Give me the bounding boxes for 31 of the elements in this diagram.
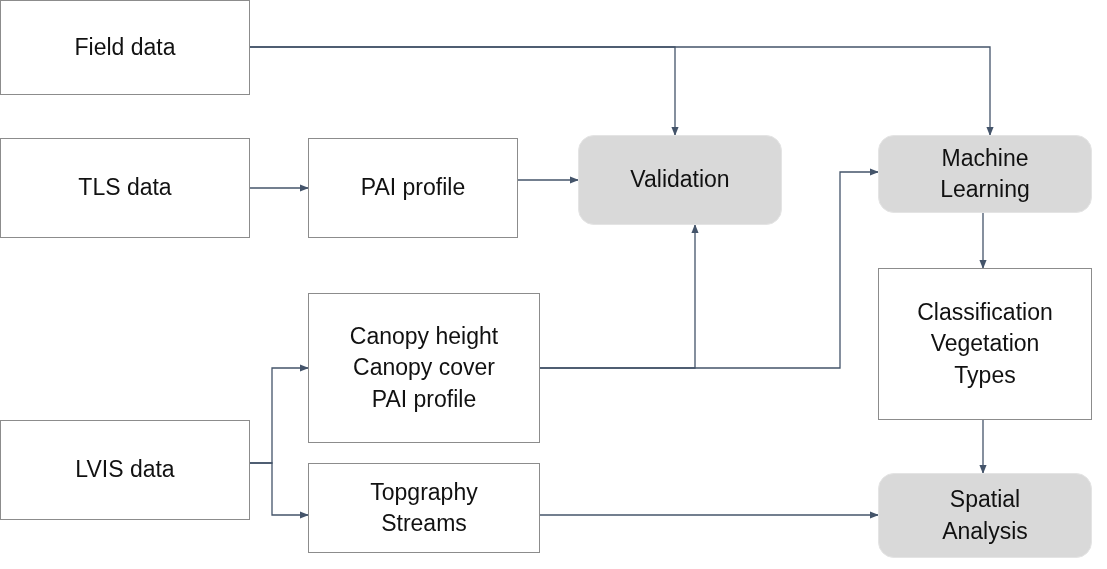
rounded-process-box <box>878 473 1092 558</box>
node-label: Validation <box>629 165 731 195</box>
process-box <box>878 268 1092 420</box>
arrow <box>249 46 994 136</box>
arrow <box>979 419 987 474</box>
process-box <box>0 138 250 238</box>
process-box <box>308 463 540 553</box>
node-label: PAI profile <box>359 173 467 203</box>
node-label: Spatial Analysis <box>941 485 1029 546</box>
node-label: Classification Vegetation Types <box>916 298 1054 390</box>
node-label: Field data <box>73 32 177 62</box>
arrow <box>249 184 309 192</box>
arrow <box>249 462 309 519</box>
process-box <box>308 138 518 238</box>
node-label: Machine Learning <box>939 143 1031 204</box>
process-box <box>0 420 250 520</box>
rounded-process-box <box>878 135 1092 213</box>
process-box <box>308 293 540 443</box>
node-label: Topgraphy <box>369 477 479 507</box>
node-label: TLS data <box>77 173 173 203</box>
arrow <box>539 511 879 519</box>
node-label: Streams <box>380 509 468 538</box>
node-label: PAI profile <box>370 384 478 414</box>
arrow <box>539 168 879 369</box>
arrow <box>979 212 987 269</box>
process-box <box>0 0 250 95</box>
rounded-process-box <box>578 135 782 225</box>
node-label: LVIS data <box>74 455 176 485</box>
node-label: Canopy height <box>348 322 500 352</box>
node-label: Canopy cover <box>352 353 496 383</box>
arrow <box>517 176 579 184</box>
